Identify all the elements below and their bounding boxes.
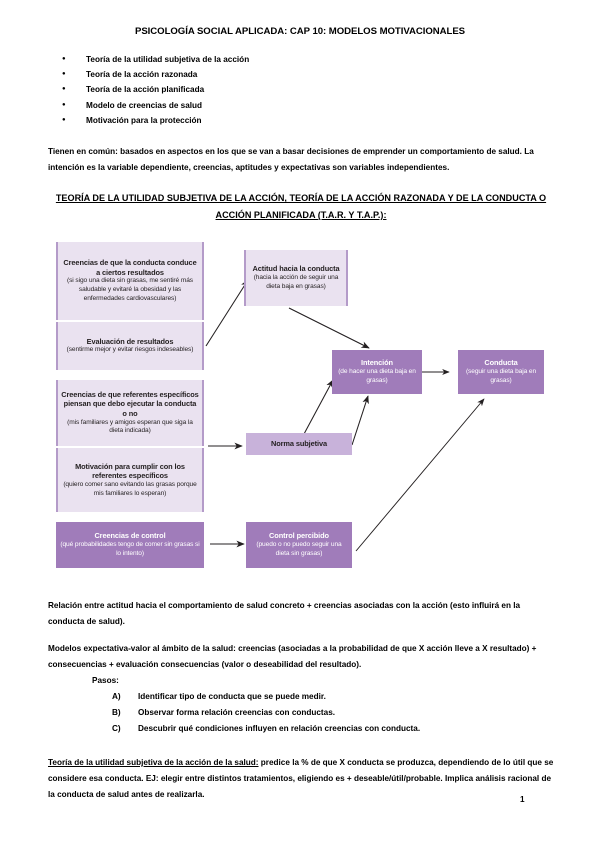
topic-bullet-list: Teoría de la utilidad subjetiva de la ac… [62, 52, 542, 128]
box-creencias-referentes: Creencias de que referentes específicos … [56, 380, 204, 446]
arrow-subjective-norm-to-intention-secondary [351, 395, 369, 446]
box-detail: (mis familiares y amigos esperan que sig… [67, 418, 193, 435]
steps-list: A) Identificar tipo de conducta que se p… [112, 689, 552, 737]
final-paragraph-lead: Teoría de la utilidad subjetiva de la ac… [48, 758, 259, 767]
box-title: Creencias de que la conducta conduce a c… [63, 258, 197, 277]
diagram-arrows [205, 279, 485, 552]
list-item: Teoría de la utilidad subjetiva de la ac… [62, 52, 542, 67]
step-letter: C) [112, 724, 121, 733]
step-text: Identificar tipo de conducta que se pued… [138, 692, 326, 701]
final-paragraph: Teoría de la utilidad subjetiva de la ac… [48, 755, 554, 803]
arrow-subjective-norm-to-intention [303, 379, 334, 435]
arrow-beliefs-to-attitude [205, 279, 249, 347]
box-detail: (quiero comer sano evitando las grasas p… [63, 480, 197, 497]
intro-paragraph: Tienen en común: basados en aspectos en … [48, 147, 534, 172]
box-detail: (hacia la acción de seguir una dieta baj… [253, 274, 339, 290]
box-norma-subjetiva: Norma subjetiva [246, 433, 352, 455]
models-paragraph: Modelos expectativa-valor al ámbito de l… [48, 644, 537, 669]
box-conducta: Conducta (seguir una dieta baja en grasa… [458, 350, 544, 394]
box-title: Creencias de control [94, 531, 166, 541]
box-title: Norma subjetiva [270, 439, 327, 449]
step-text: Descubrir qué condiciones influyen en re… [138, 724, 421, 733]
box-detail: (si sigo una dieta sin grasas, me sentir… [67, 277, 193, 302]
box-intencion: Intención (de hacer una dieta baja en gr… [332, 350, 422, 394]
list-item: Teoría de la acción planificada [62, 82, 542, 97]
box-title: Actitud hacia la conducta [252, 264, 340, 274]
box-title: Intención [361, 358, 393, 368]
tpb-diagram: Creencias de que la conducta conduce a c… [46, 238, 554, 588]
pasos-label: Pasos: [92, 676, 119, 685]
box-title: Motivación para cumplir con los referent… [75, 461, 185, 481]
box-actitud-conducta: Actitud hacia la conducta (hacia la acci… [244, 250, 348, 306]
list-item: Modelo de creencias de salud [62, 98, 542, 113]
step-letter: A) [112, 692, 121, 701]
final-paragraph-rest: predice la % de que X conducta se produz… [48, 758, 554, 799]
box-motivacion-referentes: Motivación para cumplir con los referent… [56, 448, 204, 512]
step-text: Observar forma relación creencias con co… [138, 708, 336, 717]
page-title: PSICOLOGÍA SOCIAL APLICADA: CAP 10: MODE… [134, 26, 466, 37]
arrow-perceived-control-to-conducta [355, 398, 485, 552]
box-evaluacion-resultados: Evaluación de resultados (sentirme mejor… [56, 322, 204, 370]
box-control-percibido: Control percibido (puedo o no puedo segu… [246, 522, 352, 568]
box-creencias-conducta-resultados: Creencias de que la conducta conduce a c… [56, 242, 204, 320]
box-detail: (qué probabilidades tengo de comer sin g… [60, 541, 200, 557]
list-item: Teoría de la acción razonada [62, 67, 542, 82]
list-item: A) Identificar tipo de conducta que se p… [112, 689, 552, 705]
box-detail: (seguir una dieta baja en grasas) [465, 368, 537, 384]
list-item: B) Observar forma relación creencias con… [112, 705, 552, 721]
box-creencias-control: Creencias de control (qué probabilidades… [56, 522, 204, 568]
box-title: Control percibido [269, 531, 329, 541]
relation-paragraph: Relación entre actitud hacia el comporta… [48, 601, 521, 626]
box-detail: (puedo o no puedo seguir una dieta sin g… [256, 541, 342, 557]
box-detail: (sentirme mejor y evitar riesgos indesea… [66, 346, 194, 354]
step-letter: B) [112, 708, 121, 717]
box-title: Conducta [484, 358, 518, 368]
page-number: 1 [520, 795, 525, 804]
box-title: Evaluación de resultados [86, 336, 174, 346]
section-heading: TEORÍA DE LA UTILIDAD SUBJETIVA DE LA AC… [55, 193, 547, 220]
list-item: Motivación para la protección [62, 113, 542, 128]
arrow-attitude-to-intention [288, 307, 370, 349]
box-detail: (de hacer una dieta baja en grasas) [338, 368, 416, 384]
box-title: Creencias de que referentes específicos … [61, 389, 199, 418]
list-item: C) Descubrir qué condiciones influyen en… [112, 721, 552, 737]
